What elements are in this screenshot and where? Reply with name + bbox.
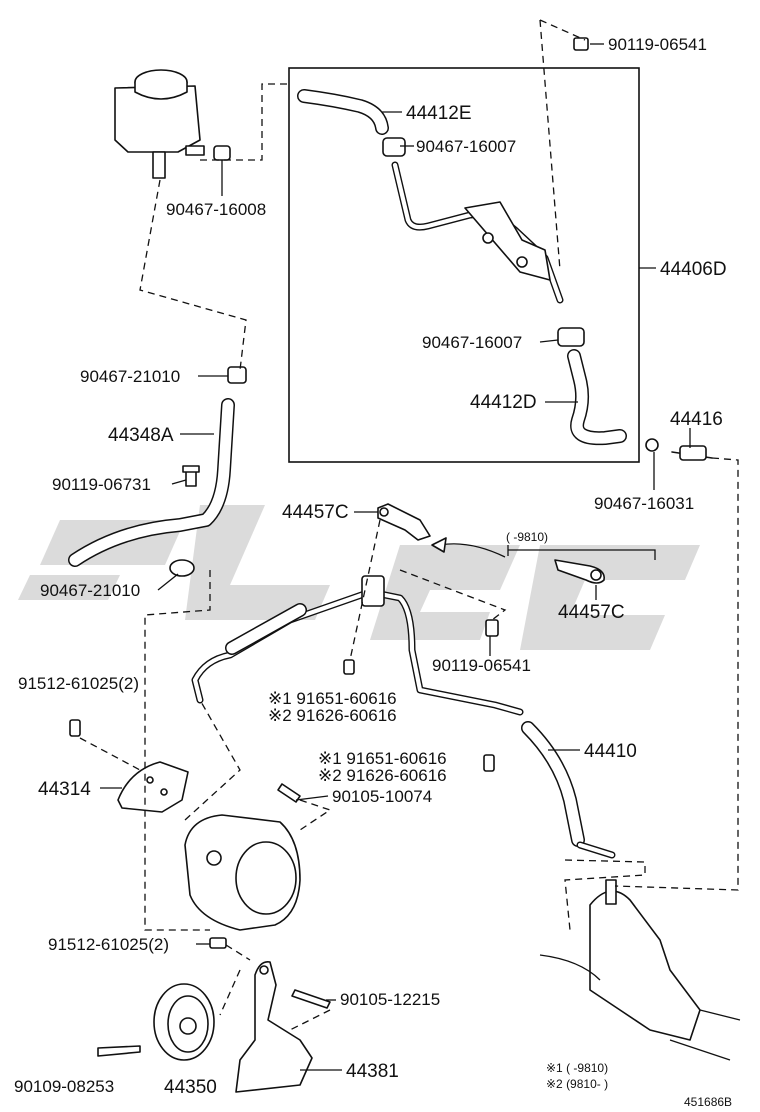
- label-90109-08253: 90109-08253: [14, 1077, 114, 1096]
- label-44416: 44416: [670, 409, 723, 430]
- clamp-90467-21010-lower-icon: [169, 559, 195, 577]
- bolt-90105-10074-icon: [277, 783, 301, 803]
- arrow-icon: [431, 537, 506, 558]
- bolt-90105-12215-icon: [291, 989, 331, 1009]
- range-bracket-9810: [507, 545, 656, 560]
- bolt-91651-60616-b-icon: [483, 754, 495, 772]
- cover-44314: [117, 761, 189, 813]
- steering-gear: [539, 879, 741, 1061]
- assembly-frame-44406d: [288, 67, 640, 463]
- label-91626-60616-a: ※2 91626-60616: [268, 706, 397, 725]
- label-90467-16007-lower: 90467-16007: [422, 333, 522, 352]
- pulley-44350: [153, 983, 215, 1061]
- label-90467-21010-lower: 90467-21010: [40, 581, 140, 600]
- bolt-90109-08253-icon: [97, 1045, 141, 1057]
- clamp-90467-16007-lower-icon: [557, 327, 585, 347]
- bracket-44381: [235, 960, 313, 1093]
- pipe-44406d: [391, 161, 564, 304]
- hose-44410: [521, 721, 616, 859]
- reservoir-tank: [114, 69, 205, 179]
- label-90467-16008: 90467-16008: [166, 200, 266, 219]
- label-90467-16031: 90467-16031: [594, 494, 694, 513]
- label-90119-06541-mid: 90119-06541: [432, 656, 531, 675]
- label-range-9810: ( -9810): [506, 530, 548, 544]
- bracket-44457c-bottom: [554, 559, 606, 584]
- pipe-union: [361, 575, 385, 607]
- bolt-91651-60616-a-icon: [343, 659, 355, 675]
- diagram-id: 451686B: [684, 1095, 732, 1109]
- note-1: ※1 ( -9810): [546, 1061, 608, 1075]
- label-44314: 44314: [38, 779, 91, 800]
- label-44412e: 44412E: [406, 103, 472, 124]
- clamp-90467-21010-upper-icon: [227, 366, 247, 384]
- label-44410: 44410: [584, 741, 637, 762]
- bolt-91512-61025-a-icon: [69, 719, 81, 737]
- label-44381: 44381: [346, 1061, 399, 1082]
- label-91651-60616-a: ※1 91651-60616: [268, 689, 397, 708]
- label-44457c-bottom: 44457C: [558, 602, 625, 623]
- pressure-pipe: [191, 588, 524, 716]
- hose-44348a: [68, 398, 235, 567]
- dashed-relations: [79, 19, 739, 1031]
- label-91512-61025-b: 91512-61025(2): [48, 935, 169, 954]
- clamp-90467-16007-upper-icon: [382, 137, 406, 157]
- label-90467-16007-upper: 90467-16007: [416, 137, 516, 156]
- clamp-90467-16008-icon: [213, 145, 231, 161]
- note-2: ※2 (9810- ): [546, 1077, 608, 1091]
- label-90119-06541-top: 90119-06541: [608, 35, 707, 54]
- power-steering-pump: [184, 814, 301, 931]
- label-44406d: 44406D: [660, 259, 727, 280]
- label-44348a: 44348A: [108, 425, 174, 446]
- bracket-44457c-top: [377, 503, 431, 541]
- label-91651-60616-b: ※1 91651-60616: [318, 749, 447, 768]
- label-90105-12215: 90105-12215: [340, 990, 440, 1009]
- label-44350: 44350: [164, 1077, 217, 1098]
- label-44457c-top: 44457C: [282, 502, 349, 523]
- leader-lines: [100, 43, 691, 1071]
- label-90105-10074: 90105-10074: [332, 787, 432, 806]
- label-44412d: 44412D: [470, 392, 537, 413]
- label-91626-60616-b: ※2 91626-60616: [318, 766, 447, 785]
- bolt-90119-06541-mid-icon: [485, 619, 499, 637]
- hose-44412d: [567, 349, 627, 446]
- hose-44416: [645, 438, 713, 461]
- bolt-91512-61025-b-icon: [209, 937, 227, 949]
- bolt-90119-06731-icon: [182, 465, 200, 487]
- bolt-90119-06541-top-icon: [573, 37, 589, 51]
- label-90467-21010-upper: 90467-21010: [80, 367, 180, 386]
- label-91512-61025-a: 91512-61025(2): [18, 674, 139, 693]
- hose-44412e: [297, 89, 389, 135]
- label-90119-06731: 90119-06731: [52, 475, 151, 494]
